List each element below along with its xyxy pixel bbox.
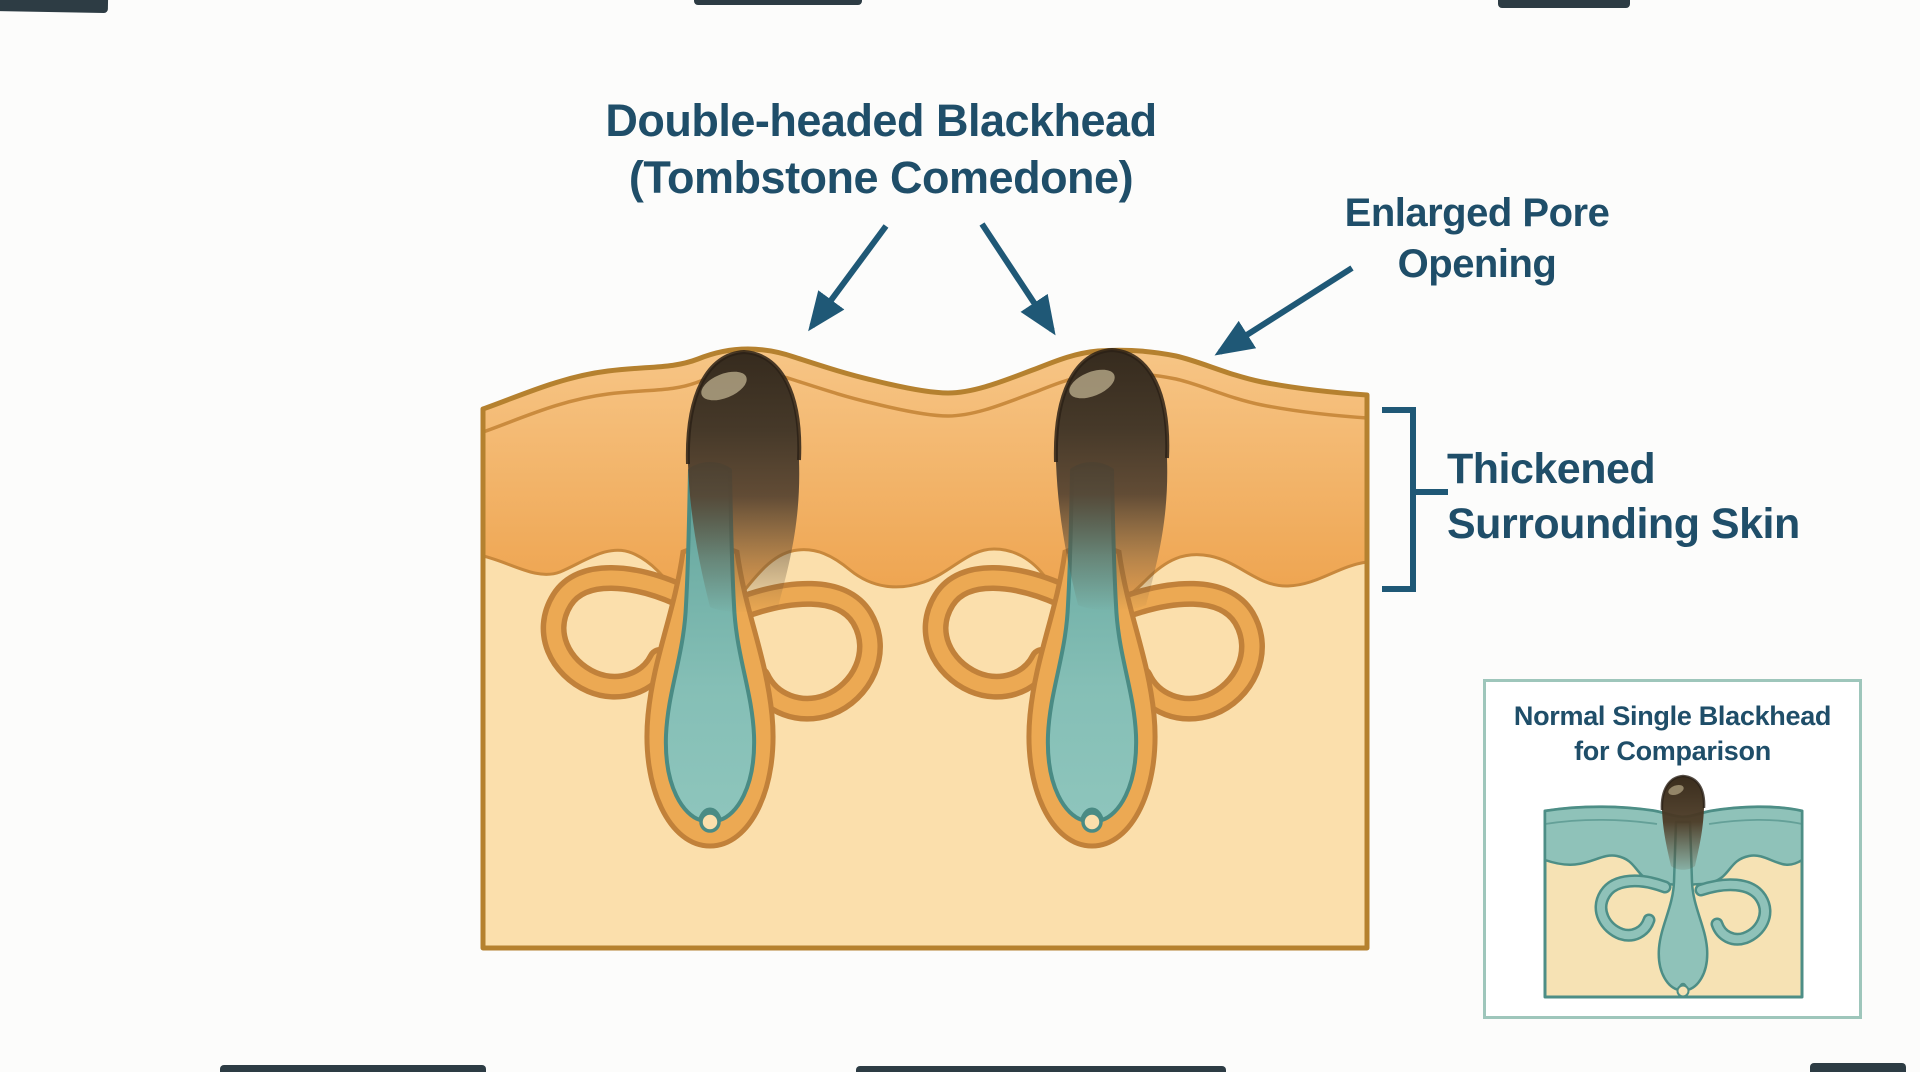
inset-gland-left [1594,874,1672,942]
inset-papilla-notch [1676,984,1690,998]
label-enlarged-pore-line1: Enlarged Pore [1344,191,1610,235]
blackhead-right [1053,348,1170,613]
edge-artifact-top-center [694,0,862,5]
measurement-bracket [1382,407,1448,592]
inset-epidermis-inner-line [1544,818,1803,825]
epidermis-inner-line [482,370,1368,434]
inset-gland-right [1694,878,1772,946]
inset-blackhead [1661,776,1705,870]
inset-title-line1: Normal Single Blackhead [1513,701,1832,731]
inset-diagram [1543,774,1804,999]
edge-artifact-top-right [1498,0,1630,8]
page-title-line1: Double-headed Blackhead [605,95,1157,146]
inset-blackhead-outline [1660,774,1706,811]
inset-panel: Normal Single Blackhead for Comparison [1483,679,1862,1019]
skin-block-outline [480,346,1370,951]
edge-artifact-bottom-center [856,1066,1226,1072]
inset-title-line2: for Comparison [1574,736,1771,766]
edge-artifact-top-left [0,0,109,14]
inset-follicle [1657,820,1709,992]
label-thickened-skin-line1: Thickened [1447,445,1656,493]
label-thickened-skin: Thickened Surrounding Skin [1447,442,1887,552]
arrow-icon-enlarged-pore [1214,265,1354,356]
inset-title: Normal Single Blackhead for Comparison [1486,699,1859,769]
arrow-icon-title-to-left-blackhead [808,224,889,332]
label-enlarged-pore: Enlarged Pore Opening [1297,188,1657,290]
arrow-icon-title-to-right-blackhead [979,222,1056,336]
label-enlarged-pore-line2: Opening [1397,242,1557,286]
blackhead-left [685,350,802,615]
page-title: Double-headed Blackhead (Tombstone Comed… [531,92,1231,206]
inset-blackhead-highlight [1668,784,1684,796]
page-title-line2: (Tombstone Comedone) [628,152,1134,203]
edge-artifact-bottom-right [1810,1063,1906,1072]
edge-artifact-bottom-left [220,1065,486,1072]
label-thickened-skin-line2: Surrounding Skin [1447,500,1800,548]
